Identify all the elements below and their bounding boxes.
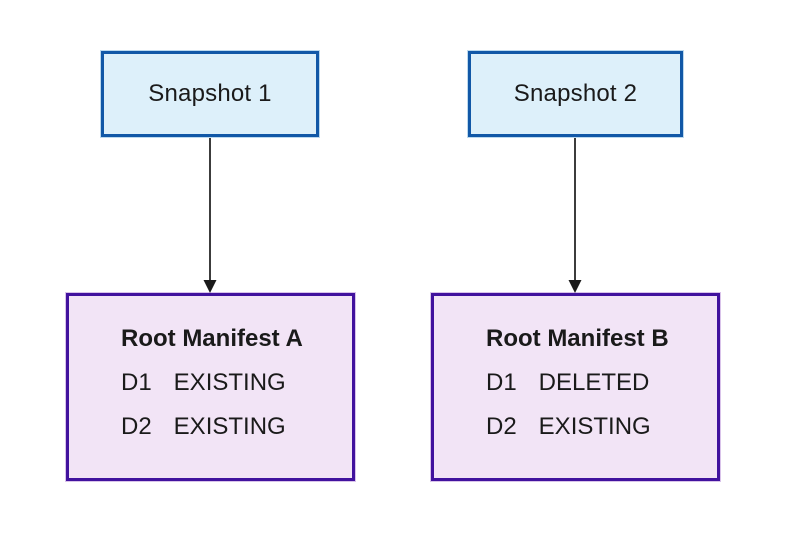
manifest-a-d1-status: EXISTING [173, 369, 286, 396]
manifest-b-d2-status: EXISTING [538, 413, 651, 440]
manifest-a-d2-status: EXISTING [173, 413, 286, 440]
manifest-a-d1-key: D1 [121, 369, 152, 396]
snapshot-1-box: Snapshot 1 [101, 51, 319, 137]
root-manifest-b-title: Root Manifest B [486, 325, 669, 352]
manifest-a-d2-key: D2 [121, 413, 152, 440]
manifest-a-row-d1: D1 EXISTING [121, 361, 342, 405]
manifest-b-d1-key: D1 [486, 369, 517, 396]
root-manifest-a-title: Root Manifest A [121, 325, 303, 352]
manifest-b-row-d2: D2 EXISTING [486, 405, 707, 449]
root-manifest-b-box: Root Manifest B D1 DELETED D2 EXISTING [431, 293, 720, 481]
manifest-a-row-d2: D2 EXISTING [121, 405, 342, 449]
manifest-b-d1-status: DELETED [538, 369, 650, 396]
snapshot-1-label: Snapshot 1 [148, 80, 272, 107]
snapshot-2-box: Snapshot 2 [468, 51, 683, 137]
manifest-b-row-d1: D1 DELETED [486, 361, 707, 405]
root-manifest-a-box: Root Manifest A D1 EXISTING D2 EXISTING [66, 293, 355, 481]
snapshot-2-label: Snapshot 2 [513, 80, 638, 107]
manifest-b-d2-key: D2 [486, 413, 517, 440]
arrow-snapshot2-to-manifest-b [568, 138, 582, 293]
arrow-snapshot1-to-manifest-a [203, 138, 217, 293]
